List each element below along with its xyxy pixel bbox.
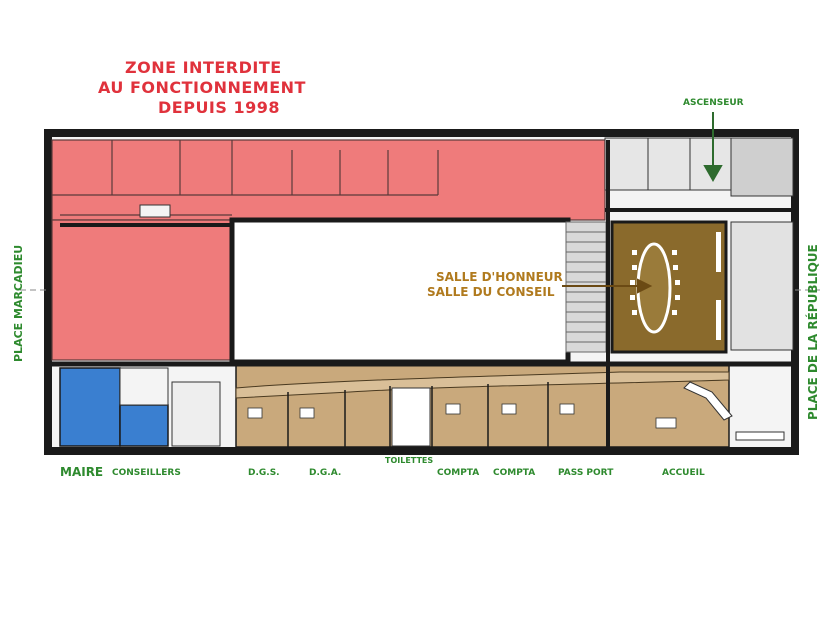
- ascenseur-label: ASCENSEUR: [683, 98, 744, 108]
- sw-stairs: [171, 381, 221, 447]
- sw-lobby: [119, 367, 169, 406]
- council-chairs: [630, 232, 721, 340]
- passport-label: PASS PORT: [558, 468, 614, 478]
- salle-conseil-label: SALLE DU CONSEIL: [427, 285, 555, 299]
- conseillers-office: [119, 404, 169, 447]
- south-corridor: [235, 371, 730, 399]
- accueil-label: ACCUEIL: [662, 468, 705, 478]
- toilettes-room: [391, 387, 431, 447]
- compta-label-1: COMPTA: [437, 468, 480, 478]
- toilettes-label: TOILETTES: [385, 456, 434, 465]
- maire-label: MAIRE: [60, 465, 104, 479]
- ascenseur-arrow: [703, 112, 723, 183]
- title-line-3: DEPUIS 1998: [158, 98, 281, 117]
- compta-label-2: COMPTA: [493, 468, 536, 478]
- north-east-rooms: [604, 137, 794, 351]
- title-line-1: ZONE INTERDITE: [125, 58, 282, 77]
- ne-partitions: [605, 138, 793, 212]
- council-arrow: [562, 278, 653, 294]
- salle-honneur-label: SALLE D'HONNEUR: [436, 270, 563, 284]
- place-republique-label: PLACE DE LA RÉPUBLIQUE: [806, 244, 820, 420]
- maire-office: [59, 367, 121, 447]
- reception-benches: [735, 431, 785, 441]
- conseillers-label: CONSEILLERS: [112, 468, 181, 478]
- dgs-label: D.G.S.: [248, 468, 280, 478]
- stair-block: [139, 204, 171, 218]
- title-line-2: AU FONCTIONNEMENT: [98, 78, 306, 97]
- north-wing-corridor: [51, 139, 606, 221]
- reception-counter: [683, 381, 733, 421]
- dga-label: D.G.A.: [309, 468, 342, 478]
- west-wing-hall: [51, 219, 233, 361]
- desks: [247, 403, 677, 429]
- place-marcadieu-label: PLACE MARCADIEU: [12, 244, 25, 362]
